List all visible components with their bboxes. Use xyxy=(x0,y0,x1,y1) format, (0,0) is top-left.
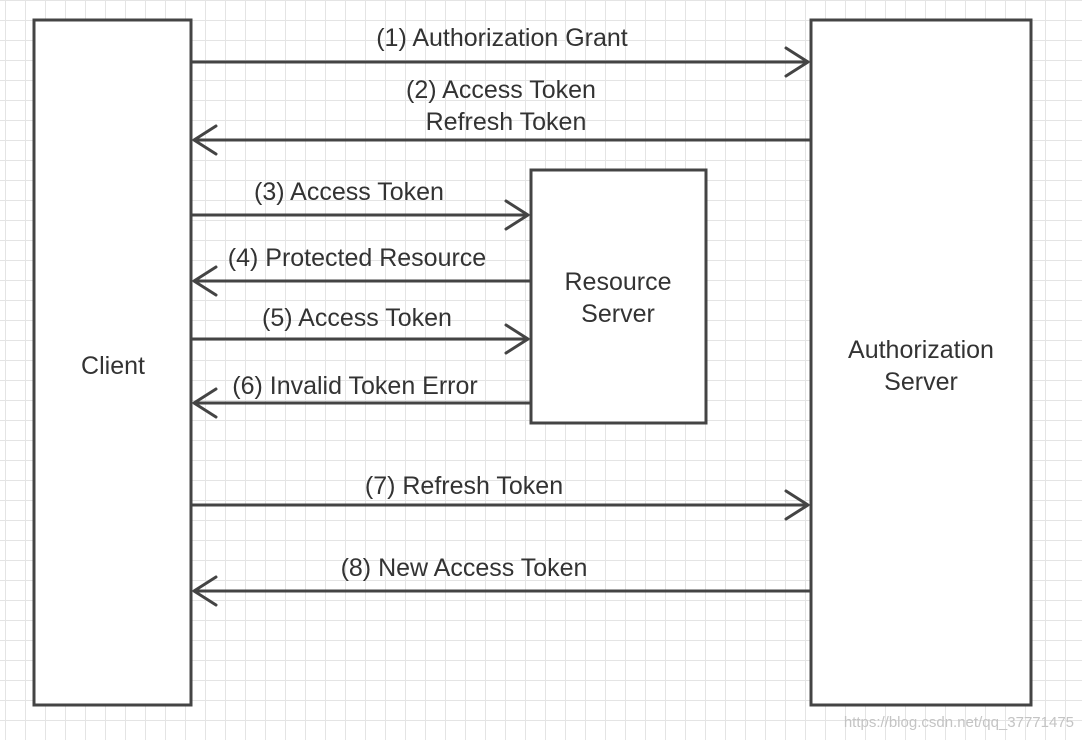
edge-8-new-access-token: (8) New Access Token xyxy=(192,554,811,607)
edge-8-label: (8) New Access Token xyxy=(341,554,588,582)
edge-2-label-line-1: (2) Access Token xyxy=(406,76,596,104)
edge-2-access-refresh-token: (2) Access Token Refresh Token xyxy=(192,76,811,156)
arrowhead-right xyxy=(504,323,530,355)
client-node: Client xyxy=(32,18,193,707)
edge-7-label: (7) Refresh Token xyxy=(365,472,563,500)
edge-5-label: (5) Access Token xyxy=(262,304,452,332)
edge-4-label: (4) Protected Resource xyxy=(228,244,486,272)
resource-server-label-line-2: Server xyxy=(581,300,655,328)
arrowhead-left xyxy=(192,387,218,419)
arrowhead-left xyxy=(192,124,218,156)
resource-server-label-line-1: Resource xyxy=(565,268,672,296)
edge-6-invalid-token-error: (6) Invalid Token Error xyxy=(192,372,531,419)
watermark-url: https://blog.csdn.net/qq_37771475 xyxy=(843,714,1074,731)
authorization-server-node: Authorization Server xyxy=(809,18,1033,707)
authorization-server-label-line-2: Server xyxy=(884,368,958,396)
arrowhead-right xyxy=(504,199,530,231)
edge-1-label: (1) Authorization Grant xyxy=(376,24,628,52)
arrowhead-left xyxy=(192,265,218,297)
edge-2-label-line-2: Refresh Token xyxy=(426,108,587,136)
arrowhead-right xyxy=(784,46,810,78)
edge-6-label: (6) Invalid Token Error xyxy=(232,372,477,400)
edge-4-protected-resource: (4) Protected Resource xyxy=(192,244,531,297)
arrowhead-right xyxy=(784,489,810,521)
arrowhead-left xyxy=(192,575,218,607)
edge-3-label: (3) Access Token xyxy=(254,178,444,206)
authorization-server-label-line-1: Authorization xyxy=(848,336,994,364)
edge-3-access-token: (3) Access Token xyxy=(191,178,530,231)
client-label: Client xyxy=(81,352,145,380)
edge-5-access-token: (5) Access Token xyxy=(191,304,530,355)
resource-server-node: Resource Server xyxy=(529,168,708,425)
edge-7-refresh-token: (7) Refresh Token xyxy=(191,472,810,521)
edge-1-authorization-grant: (1) Authorization Grant xyxy=(191,24,810,78)
